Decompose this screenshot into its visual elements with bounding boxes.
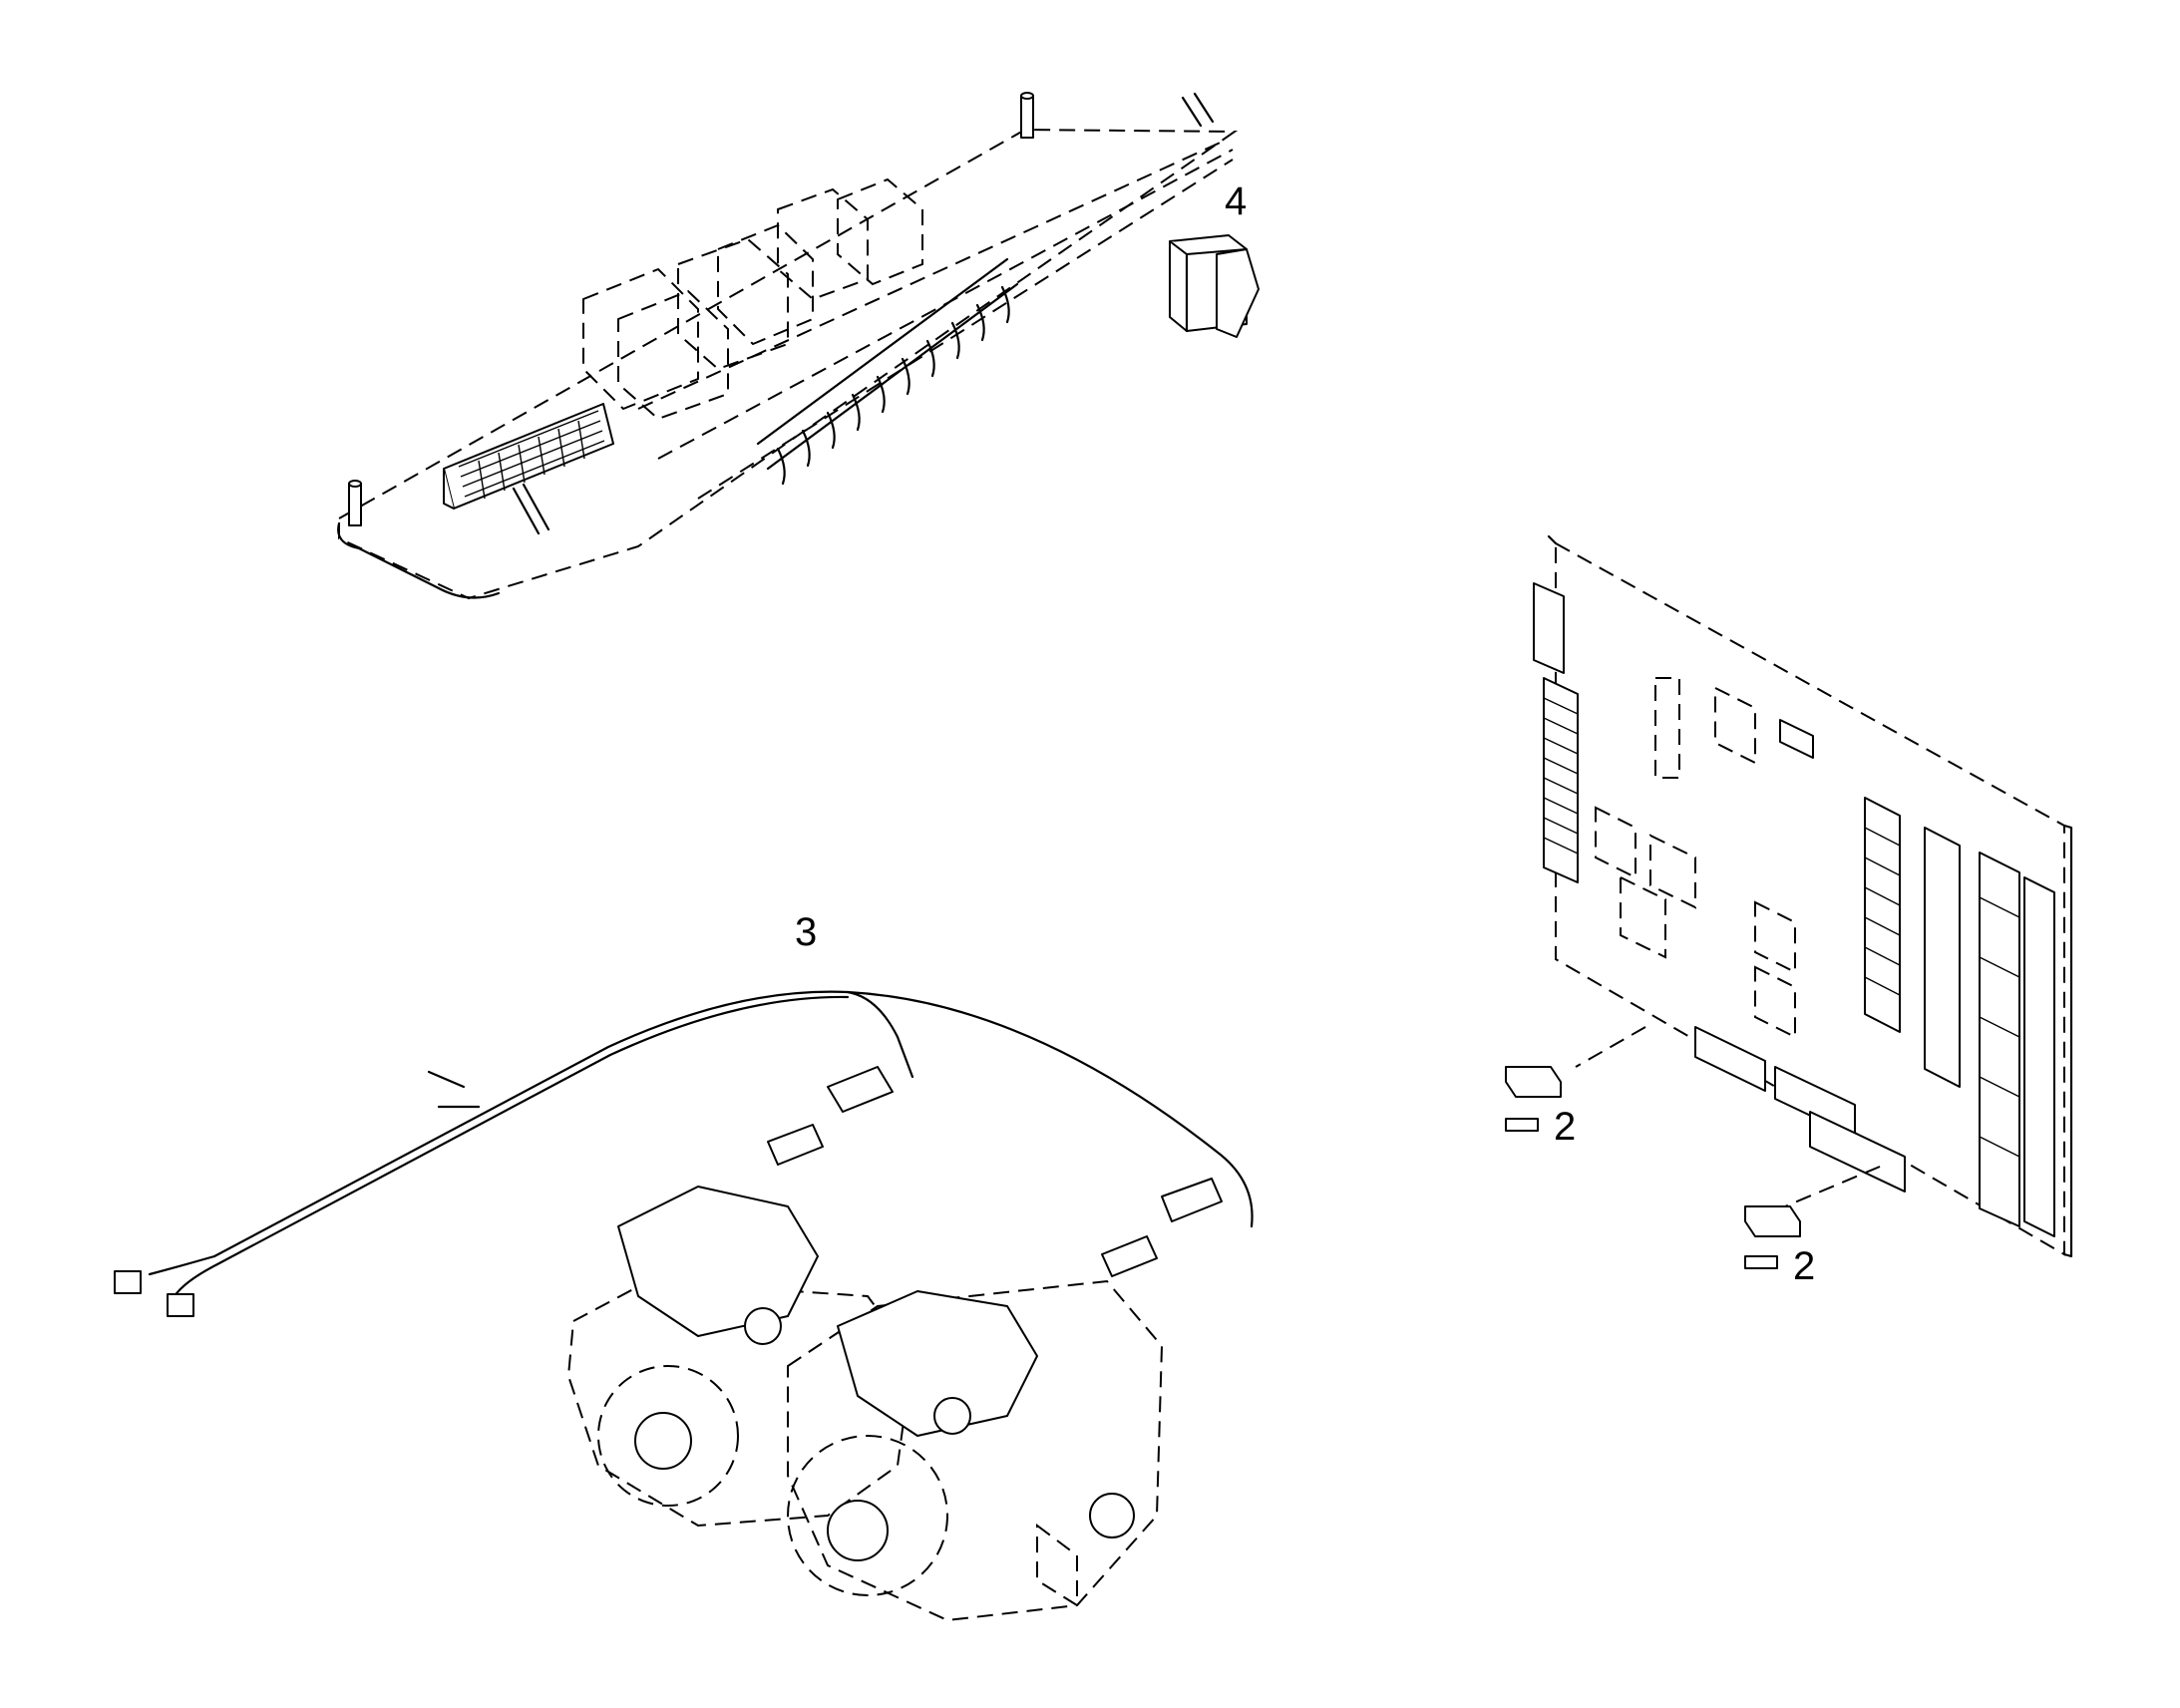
mounting-pin	[348, 480, 362, 526]
relay-group	[1595, 806, 1796, 1039]
callout-fuse-upper: 2	[1554, 1105, 1577, 1149]
terminal-strip	[1864, 797, 2055, 1237]
sensor-connector	[1101, 1178, 1223, 1277]
sensor-harness	[114, 990, 1254, 1317]
wiring-loom	[637, 139, 1234, 500]
terminal-strip	[1533, 582, 1579, 883]
circuit-board	[1505, 534, 2073, 1269]
callout-switch: 4	[1225, 179, 1248, 223]
ground-terminal	[114, 1270, 194, 1317]
blade-fuse	[1505, 1066, 1562, 1132]
blade-fuse	[1744, 1205, 1801, 1269]
relay-group	[582, 177, 923, 421]
fuse-block	[443, 403, 614, 510]
mounting-pin	[1020, 92, 1034, 139]
callout-harness: 3	[795, 910, 818, 954]
rocker-switch	[1169, 234, 1260, 338]
hydraulic-pump-assembly	[566, 1186, 1164, 1622]
callout-fuse-lower: 2	[1793, 1244, 1816, 1288]
relay-fuse-panel	[337, 92, 1260, 600]
sensor-connector	[767, 1066, 894, 1166]
